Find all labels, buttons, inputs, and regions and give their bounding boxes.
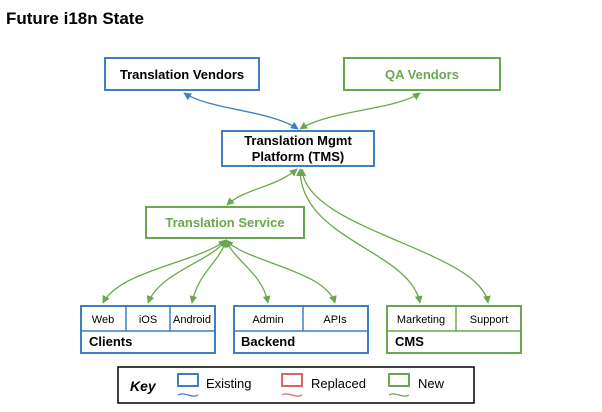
clients-label: Clients: [89, 334, 132, 349]
diagram-title: Future i18n State: [6, 9, 144, 28]
connector-tms-qa-vendors: [299, 92, 421, 130]
legend-existing-swatch: [177, 373, 199, 387]
backend-label: Backend: [241, 334, 295, 349]
client-ios-cell: iOS: [139, 314, 157, 326]
connector-tms-translation-service: [226, 168, 298, 206]
legend-title: Key: [130, 378, 157, 394]
backend-admin-cell: Admin: [252, 314, 283, 326]
connector-service-admin: [225, 239, 271, 304]
legend-replaced-swatch: [281, 373, 303, 387]
translation-vendors-label: Translation Vendors: [120, 67, 244, 82]
translation-service-node: Translation Service: [145, 206, 305, 239]
connector-tms-translation-vendors: [183, 92, 299, 130]
client-web-cell: Web: [92, 314, 114, 326]
tms-node: Translation Mgmt Platform (TMS): [221, 130, 375, 167]
translation-service-label: Translation Service: [165, 215, 284, 230]
cms-marketing-cell: Marketing: [397, 314, 445, 326]
connector-service-ios: [146, 239, 227, 304]
connector-service-android: [189, 239, 228, 304]
legend-new-swatch: [388, 373, 410, 387]
backend-group: Admin APIs Backend: [233, 305, 369, 354]
tms-label-line2: Platform (TMS): [252, 149, 344, 164]
client-android-cell: Android: [173, 314, 211, 326]
cms-label: CMS: [395, 334, 424, 349]
connector-service-apis: [225, 239, 337, 304]
legend-existing-label: Existing: [206, 376, 252, 391]
qa-vendors-node: QA Vendors: [343, 57, 501, 91]
legend-replaced-label: Replaced: [311, 376, 366, 391]
clients-group: Web iOS Android Clients: [80, 305, 216, 354]
connector-tms-cms-support: [298, 168, 491, 304]
translation-vendors-node: Translation Vendors: [104, 57, 260, 91]
legend-existing-line: [177, 393, 199, 397]
tms-label-line1: Translation Mgmt: [244, 133, 352, 148]
connector-service-web: [102, 239, 227, 304]
backend-apis-cell: APIs: [323, 314, 347, 326]
cms-group: Marketing Support CMS: [386, 305, 522, 354]
cms-support-cell: Support: [470, 314, 509, 326]
legend-replaced-line: [281, 393, 303, 397]
legend-new-line: [388, 393, 410, 397]
legend-new-label: New: [418, 376, 445, 391]
qa-vendors-label: QA Vendors: [385, 67, 459, 82]
legend: Key Existing Replaced New: [117, 366, 475, 404]
